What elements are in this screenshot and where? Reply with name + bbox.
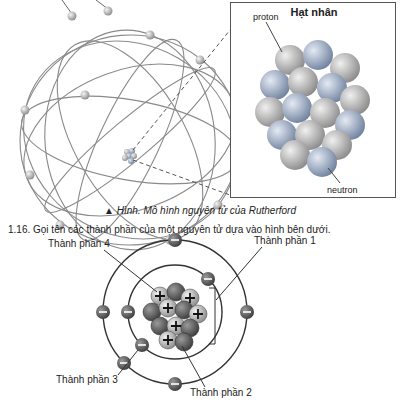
bracket (209, 288, 215, 344)
shell-electrons (96, 233, 254, 391)
minus-signs (99, 240, 251, 384)
nucleon (131, 153, 137, 159)
electron (135, 338, 149, 352)
proton-ball (159, 299, 177, 317)
minus-sign (243, 311, 251, 313)
proton-sphere (303, 40, 333, 70)
electron (96, 305, 110, 319)
plus-sign (171, 321, 181, 331)
proton-sphere (282, 93, 312, 123)
proton-sphere (260, 70, 290, 100)
plus-sign (185, 293, 195, 303)
electron (121, 305, 135, 319)
electron (26, 171, 35, 180)
orbit (11, 26, 248, 254)
orbit (33, 54, 227, 226)
small-nucleus (122, 148, 137, 164)
part-label: neutron (327, 184, 358, 196)
bottom-nucleus (143, 283, 207, 351)
electron (240, 305, 254, 319)
nucleus-cluster (255, 40, 370, 177)
proton-sphere (307, 147, 337, 177)
nucleon (122, 155, 128, 161)
nucleon (128, 158, 134, 164)
electron (68, 12, 77, 21)
electron (196, 56, 205, 65)
part-label: Thành phần 1 (254, 235, 316, 247)
minus-sign (99, 311, 107, 313)
minus-sign (138, 344, 146, 346)
minus-sign (204, 278, 212, 280)
part-label: Thành phần 2 (190, 387, 252, 399)
plus-sign (193, 309, 203, 319)
leader-line (216, 247, 262, 300)
electron (81, 91, 90, 100)
neutron-sphere (280, 140, 310, 170)
neutron-sphere (340, 85, 370, 115)
leader-line (118, 350, 138, 375)
leader-line (266, 22, 282, 52)
plus-sign (163, 303, 173, 313)
leader-line (328, 168, 340, 183)
neutron-ball (175, 333, 193, 351)
leader-line (104, 250, 157, 292)
electron (21, 106, 30, 115)
proton-ball (159, 331, 177, 349)
part-label: proton (253, 11, 279, 23)
plus-sign (155, 291, 165, 301)
minus-sign (171, 383, 179, 385)
plus-sign (163, 335, 173, 345)
inner-shell (128, 265, 222, 359)
minus-sign (171, 239, 179, 241)
leader-line (182, 346, 205, 387)
plus-signs (155, 291, 203, 345)
electron (201, 272, 215, 286)
inset-background (230, 2, 396, 198)
question-text: 1.16. Gọi tên các thành phần của một ngu… (8, 224, 330, 236)
outer-shell (103, 240, 247, 384)
part-label: Thành phần 4 (48, 238, 110, 250)
electron (146, 31, 155, 40)
inset-box: Hạt nhânprotonneutron (230, 2, 396, 198)
minus-sign (124, 311, 132, 313)
part-label: Thành phần 3 (56, 374, 118, 386)
electron (104, 7, 113, 16)
orbit (56, 28, 203, 253)
zoom-line (133, 30, 230, 150)
figure-caption: ▲ Hình. Mô hình nguyên tử của Rutherford (0, 205, 400, 217)
orbit (36, 23, 225, 257)
electron (168, 377, 182, 391)
electron (168, 233, 182, 247)
zoom-line (133, 160, 230, 195)
neutron-sphere (288, 67, 318, 97)
